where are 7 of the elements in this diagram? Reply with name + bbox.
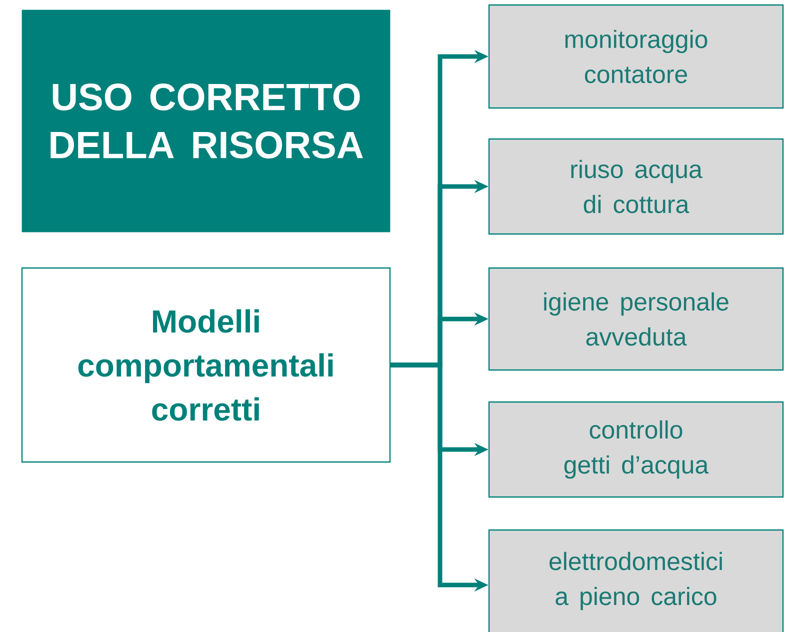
action-box: riuso acqua di cottura [488, 138, 784, 235]
action-box: monitoraggio contatore [488, 4, 784, 109]
action-box: igiene personale avveduta [488, 267, 784, 371]
action-box: controllo getti d’acqua [488, 401, 784, 498]
title-box: USO CORRETTO DELLA RISORSA [22, 10, 390, 232]
category-box: Modelli comportamentali corretti [21, 267, 391, 463]
action-box: elettrodomestici a pieno carico [488, 529, 784, 632]
